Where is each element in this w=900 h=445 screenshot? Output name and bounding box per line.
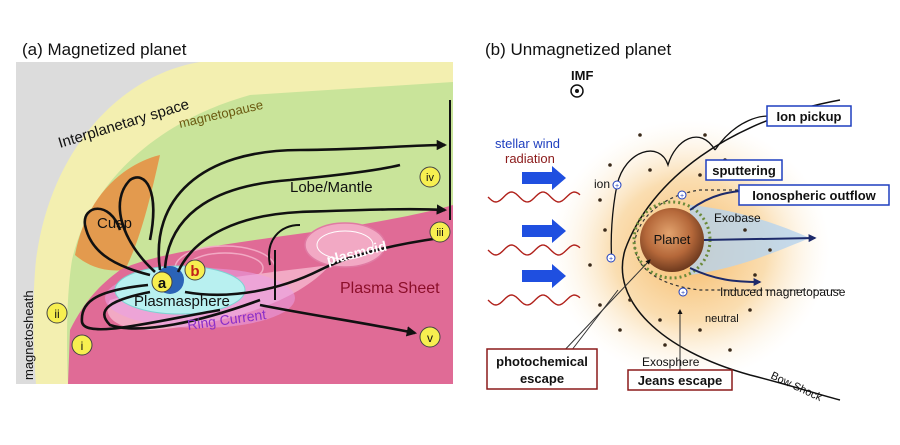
label-bow-shock: Bow Shock [769, 370, 824, 404]
neutral-dot [663, 343, 667, 347]
label-lobe-mantle: Lobe/Mantle [290, 179, 373, 196]
svg-text:+: + [615, 183, 619, 190]
svg-text:b: b [190, 263, 199, 280]
neutral-dot [608, 163, 612, 167]
svg-text:photochemical: photochemical [496, 354, 588, 369]
svg-text:+: + [681, 290, 685, 297]
label-plasmasphere: Plasmasphere [134, 293, 230, 310]
wind-arrow-1 [522, 166, 566, 190]
neutral-dot [603, 228, 607, 232]
svg-text:Jeans escape: Jeans escape [638, 373, 723, 388]
marker-iv: iv [419, 166, 441, 188]
svg-text:a: a [158, 275, 167, 292]
cusp-region [75, 155, 160, 271]
neutral-particles [588, 133, 772, 352]
svg-text:ii: ii [54, 307, 59, 321]
svg-text:v: v [427, 331, 433, 345]
unmagnetized-planet [640, 208, 704, 272]
neutral-dot [703, 133, 707, 137]
box-sputtering: sputtering [705, 159, 783, 181]
svg-text:sputtering: sputtering [712, 163, 776, 178]
escape-pointer-lines [559, 259, 683, 370]
radiation-wave-2 [487, 244, 581, 256]
label-magnetosheath: magnetosheath [21, 290, 36, 380]
neutral-dot [598, 303, 602, 307]
label-exobase: Exobase [714, 211, 761, 225]
box-ionospheric-outflow: Ionospheric outflow [738, 184, 890, 206]
box-photochemical-escape: photochemical escape [486, 348, 598, 390]
induced-magnetopause-curve [634, 189, 840, 291]
label-plasma-sheet: Plasma Sheet [340, 280, 440, 297]
marker-i: i [71, 334, 93, 356]
marker-iii: iii [429, 221, 451, 243]
svg-text:+: + [680, 193, 684, 200]
neutral-dot [618, 328, 622, 332]
svg-text:i: i [81, 339, 84, 353]
label-induced-magnetopause: Induced magnetopause [720, 285, 846, 299]
svg-text:Ion pickup: Ion pickup [777, 109, 842, 124]
neutral-dot [628, 298, 632, 302]
box-jeans-escape: Jeans escape [627, 369, 733, 391]
label-neutral: neutral [705, 313, 739, 325]
radiation-wave-3 [487, 294, 581, 306]
label-planet: Planet [654, 232, 691, 247]
neutral-dot [648, 168, 652, 172]
label-cusp: Cusp [97, 215, 132, 232]
imf-out-of-page-icon [570, 84, 584, 98]
neutral-dot [638, 133, 642, 137]
neutral-dot [588, 263, 592, 267]
neutral-dot [658, 318, 662, 322]
label-ion: ion [594, 177, 610, 191]
svg-text:iii: iii [436, 227, 443, 239]
bow-shock-curve [621, 99, 841, 401]
wind-arrow-3 [522, 264, 566, 288]
svg-text:iv: iv [426, 172, 434, 184]
neutral-dot [753, 273, 757, 277]
label-imf: IMF [571, 68, 593, 83]
neutral-dot [768, 248, 772, 252]
flow-lines [80, 100, 451, 337]
label-stellar-wind: stellar wind [495, 136, 560, 151]
marker-v: v [419, 326, 441, 348]
label-exosphere: Exosphere [642, 355, 700, 369]
label-radiation: radiation [505, 151, 555, 166]
panel-b-title: (b) Unmagnetized planet [485, 40, 671, 59]
neutral-dot [748, 308, 752, 312]
ion-symbol [612, 180, 622, 190]
marker-b: b [184, 259, 206, 281]
neutral-dot [728, 348, 732, 352]
svg-text:+: + [609, 256, 613, 263]
neutral-dot [698, 328, 702, 332]
neutral-dot [598, 198, 602, 202]
radiation-wave-1 [487, 191, 581, 203]
wind-arrow-2 [522, 219, 566, 243]
svg-text:Ionospheric outflow: Ionospheric outflow [752, 188, 876, 203]
panel-a-title: (a) Magnetized planet [22, 40, 187, 59]
stellar-wind-arrows [522, 166, 566, 288]
neutral-dot [698, 173, 702, 177]
marker-ii: ii [46, 302, 68, 324]
neutral-dot [743, 228, 747, 232]
panel-b: (b) Unmagnetized planet IMF stellar wind… [485, 40, 890, 404]
panel-a: (a) Magnetized planet [16, 40, 453, 384]
marker-a: a [151, 271, 173, 293]
box-ion-pickup: Ion pickup [766, 105, 852, 127]
radiation-waves [487, 191, 581, 306]
svg-text:escape: escape [520, 371, 564, 386]
plasmoid-shape [304, 222, 386, 268]
